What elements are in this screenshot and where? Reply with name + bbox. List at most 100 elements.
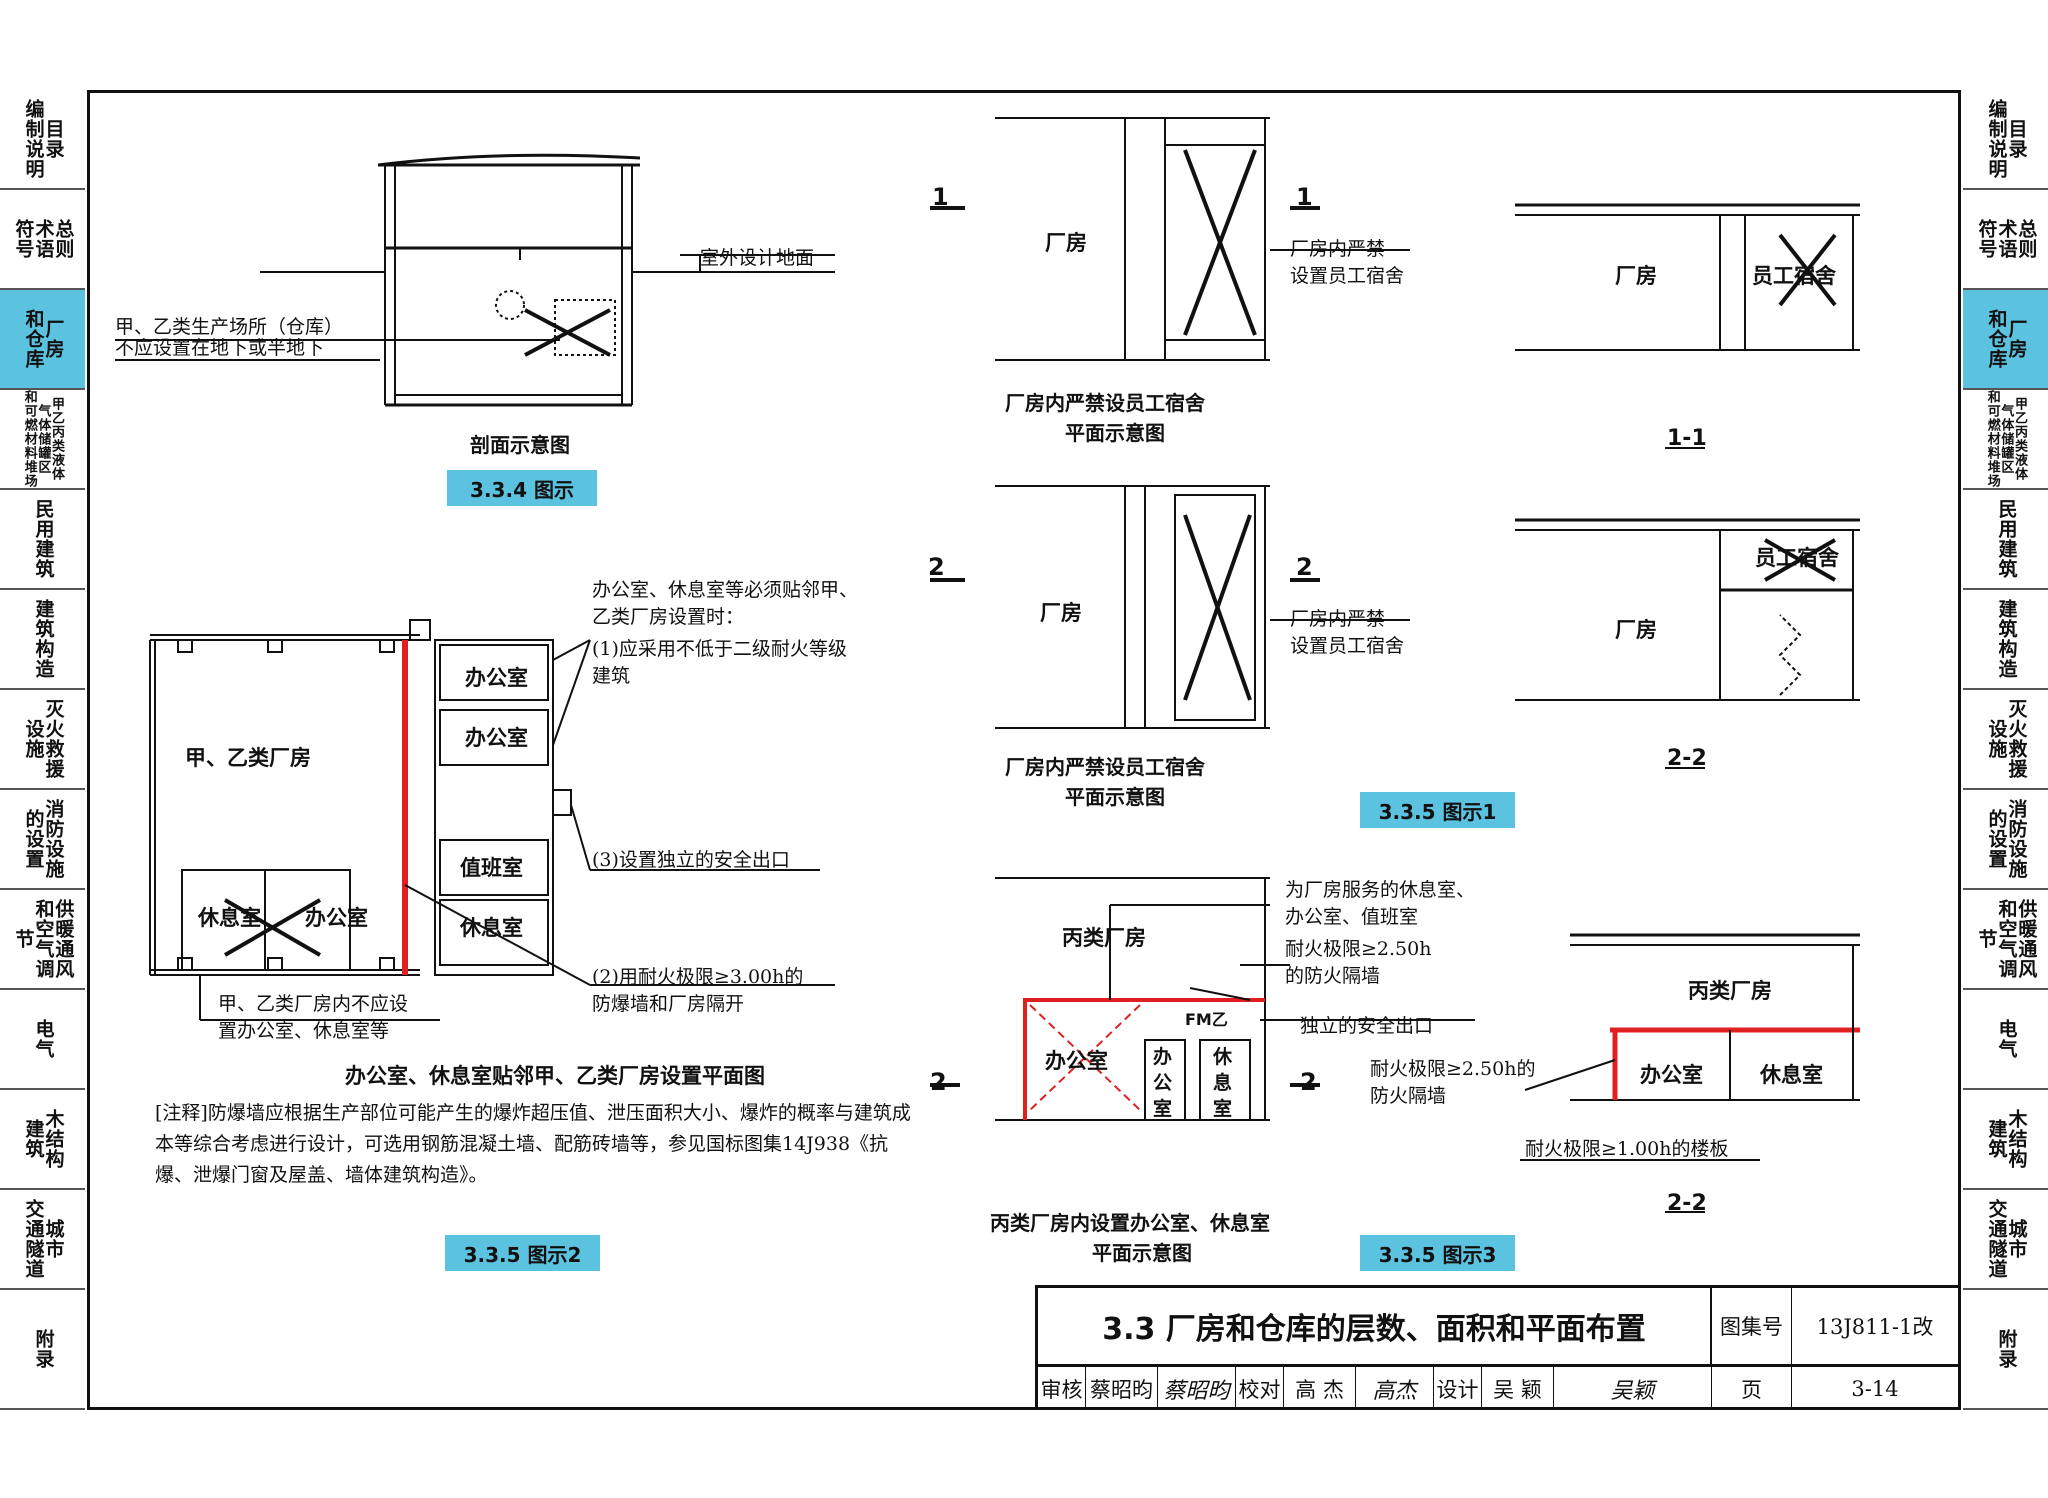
room-office-forbidden: 办公室 xyxy=(305,906,368,930)
section-diagram-334 xyxy=(115,153,835,407)
note-b: (3)设置独立的安全出口 xyxy=(592,849,790,871)
sidebar-tab-right-6[interactable]: 灭火救援 设施 xyxy=(1963,690,2048,790)
sidebar-tab-right-4[interactable]: 民用建筑 xyxy=(1963,490,2048,590)
title-block: 3.3 厂房和仓库的层数、面积和平面布置 图集号 13J811-1改 审核 蔡昭… xyxy=(1035,1285,1958,1410)
left-nav-sidebar: 目录 编制说明总则 术语 符号厂房 和仓库甲乙丙类液体 气体储罐区 和可燃材料堆… xyxy=(0,90,85,1410)
room-office-2: 办公室 xyxy=(465,726,528,750)
sidebar-tab-right-8[interactable]: 供暖通风 和空气调节 xyxy=(1963,890,2048,990)
plan2-caption-2: 平面示意图 xyxy=(1065,785,1165,809)
plan3-note4: 的防火隔墙 xyxy=(1285,965,1380,987)
plan3-rest-v-2: 息 xyxy=(1213,1071,1232,1094)
plan3-note6: 耐火极限≥2.50h的 xyxy=(1370,1058,1535,1080)
badge-335-1: 3.3.5 图示1 xyxy=(1360,792,1515,828)
plan3-caption-1: 丙类厂房内设置办公室、休息室 xyxy=(990,1211,1270,1235)
sec11-factory: 厂房 xyxy=(1615,264,1657,288)
cut-mark-2-right: 2 xyxy=(1296,553,1313,581)
plan3-rest-v-3: 室 xyxy=(1213,1097,1232,1120)
sec22-factory: 厂房 xyxy=(1615,618,1657,642)
note-a2: 乙类厂房设置时： xyxy=(592,606,744,628)
fig334-caption: 剖面示意图 xyxy=(470,433,570,457)
plan3-factory: 丙类厂房 xyxy=(1062,926,1146,950)
sidebar-tab-right-2[interactable]: 厂房 和仓库 xyxy=(1963,290,2048,390)
sec22-dorm: 员工宿舍 xyxy=(1755,546,1840,570)
sidebar-tab-right-10[interactable]: 木结构 建筑 xyxy=(1963,1090,2048,1190)
check-label: 校对 xyxy=(1236,1367,1284,1410)
atlas-number: 13J811-1改 xyxy=(1792,1288,1958,1366)
sidebar-tab-left-4[interactable]: 民用建筑 xyxy=(0,490,85,590)
sec3-label: 2-2 xyxy=(1667,1191,1707,1216)
sec3-factory: 丙类厂房 xyxy=(1688,979,1772,1003)
sidebar-tab-right-0[interactable]: 目录 编制说明 xyxy=(1963,90,2048,190)
sidebar-tab-left-12[interactable]: 附录 xyxy=(0,1290,85,1410)
sidebar-tab-left-1[interactable]: 总则 术语 符号 xyxy=(0,190,85,290)
sidebar-tab-right-12[interactable]: 附录 xyxy=(1963,1290,2048,1410)
plan3-note3: 耐火极限≥2.50h xyxy=(1285,938,1431,960)
note-a1: 办公室、休息室等必须贴邻甲、 xyxy=(592,579,858,601)
sidebar-tab-left-8[interactable]: 供暖通风 和空气调节 xyxy=(0,890,85,990)
sidebar-tab-left-9[interactable]: 电气 xyxy=(0,990,85,1090)
sidebar-tab-left-10[interactable]: 木结构 建筑 xyxy=(0,1090,85,1190)
room-office-1: 办公室 xyxy=(465,666,528,690)
note-a4: 建筑 xyxy=(592,665,630,687)
sidebar-tab-left-7[interactable]: 消防设施 的设置 xyxy=(0,790,85,890)
sidebar-tab-right-3[interactable]: 甲乙丙类液体 气体储罐区 和可燃材料堆场 xyxy=(1963,390,2048,490)
right-nav-sidebar: 目录 编制说明总则 术语 符号厂房 和仓库甲乙丙类液体 气体储罐区 和可燃材料堆… xyxy=(1963,90,2048,1410)
sidebar-tab-right-7[interactable]: 消防设施 的设置 xyxy=(1963,790,2048,890)
page-label: 页 xyxy=(1712,1367,1792,1410)
design-label: 设计 xyxy=(1434,1367,1482,1410)
factory-label-jiayi: 甲、乙类厂房 xyxy=(185,746,311,770)
plan3-office: 办公室 xyxy=(1045,1049,1108,1073)
section-2-2-a xyxy=(1515,518,1860,769)
sidebar-tab-left-0[interactable]: 目录 编制说明 xyxy=(0,90,85,190)
plan3-caption-2: 平面示意图 xyxy=(1092,1241,1192,1265)
checker-signature: 高杰 xyxy=(1356,1367,1434,1410)
plan3-note8: 耐火极限≥1.00h的楼板 xyxy=(1525,1138,1728,1160)
plan2-note2: 设置员工宿舍 xyxy=(1290,635,1404,657)
fig335-2-caption: 办公室、休息室贴邻甲、乙类厂房设置平面图 xyxy=(345,1064,765,1088)
plan-diagram-335-1b xyxy=(930,485,1410,729)
sidebar-tab-right-11[interactable]: 城市 交通隧道 xyxy=(1963,1190,2048,1290)
sidebar-tab-left-3[interactable]: 甲乙丙类液体 气体储罐区 和可燃材料堆场 xyxy=(0,390,85,490)
plan3-office-v-2: 公 xyxy=(1153,1072,1172,1094)
plan3-rest-v-1: 休 xyxy=(1212,1046,1233,1068)
designer-signature: 吴颖 xyxy=(1554,1367,1712,1410)
sidebar-tab-left-6[interactable]: 灭火救援 设施 xyxy=(0,690,85,790)
note-d2: 置办公室、休息室等 xyxy=(218,1020,389,1042)
sidebar-tab-right-5[interactable]: 建筑构造 xyxy=(1963,590,2048,690)
plan1-factory: 厂房 xyxy=(1045,231,1087,255)
plan-diagram-335-1a xyxy=(930,117,1410,361)
note-c2: 防爆墙和厂房隔开 xyxy=(592,993,744,1015)
plan1-note2: 设置员工宿舍 xyxy=(1290,265,1404,287)
sec22-label: 2-2 xyxy=(1667,746,1707,771)
sidebar-tab-right-1[interactable]: 总则 术语 符号 xyxy=(1963,190,2048,290)
cut-mark-1-left: 1 xyxy=(932,183,949,211)
plan3-note1: 为厂房服务的休息室、 xyxy=(1285,879,1475,901)
cut-mark-3-right: 2 xyxy=(1300,1068,1317,1096)
signature-row: 审核 蔡昭昀 蔡昭昀 校对 高 杰 高杰 设计 吴 颖 吴颖 页 3-14 xyxy=(1038,1366,1958,1411)
plan3-note7: 防火隔墙 xyxy=(1370,1085,1446,1107)
sidebar-tab-left-11[interactable]: 城市 交通隧道 xyxy=(0,1190,85,1290)
page-number: 3-14 xyxy=(1851,1376,1899,1401)
sec3-office: 办公室 xyxy=(1640,1063,1703,1087)
atlas-label: 图集号 xyxy=(1712,1288,1792,1366)
room-rest-forbidden: 休息室 xyxy=(197,906,261,930)
plan-diagram-335-3 xyxy=(930,877,1860,1213)
plan3-note5: 独立的安全出口 xyxy=(1300,1015,1433,1037)
note-c1: (2)用耐火极限≥3.00h的 xyxy=(592,966,803,988)
sidebar-tab-right-9[interactable]: 电气 xyxy=(1963,990,2048,1090)
drawing-frame xyxy=(87,90,1961,1410)
section-1-1 xyxy=(1515,203,1860,449)
reviewer-name: 蔡昭昀 xyxy=(1086,1367,1158,1410)
review-label: 审核 xyxy=(1038,1367,1086,1410)
sidebar-tab-left-5[interactable]: 建筑构造 xyxy=(0,590,85,690)
plan1-caption-2: 平面示意图 xyxy=(1065,421,1165,445)
room-duty: 值班室 xyxy=(460,856,523,880)
cut-mark-2-left: 2 xyxy=(928,553,945,581)
cut-mark-1-right: 1 xyxy=(1296,183,1313,211)
plan1-note1: 厂房内严禁 xyxy=(1290,238,1385,260)
ground-label: 室外设计地面 xyxy=(700,247,814,269)
plan-diagram-335-2 xyxy=(149,619,835,1021)
remark-note: [注释]防爆墙应根据生产部位可能产生的爆炸超压值、泄压面积大小、爆炸的概率与建筑… xyxy=(155,1102,911,1186)
sidebar-tab-left-2[interactable]: 厂房 和仓库 xyxy=(0,290,85,390)
